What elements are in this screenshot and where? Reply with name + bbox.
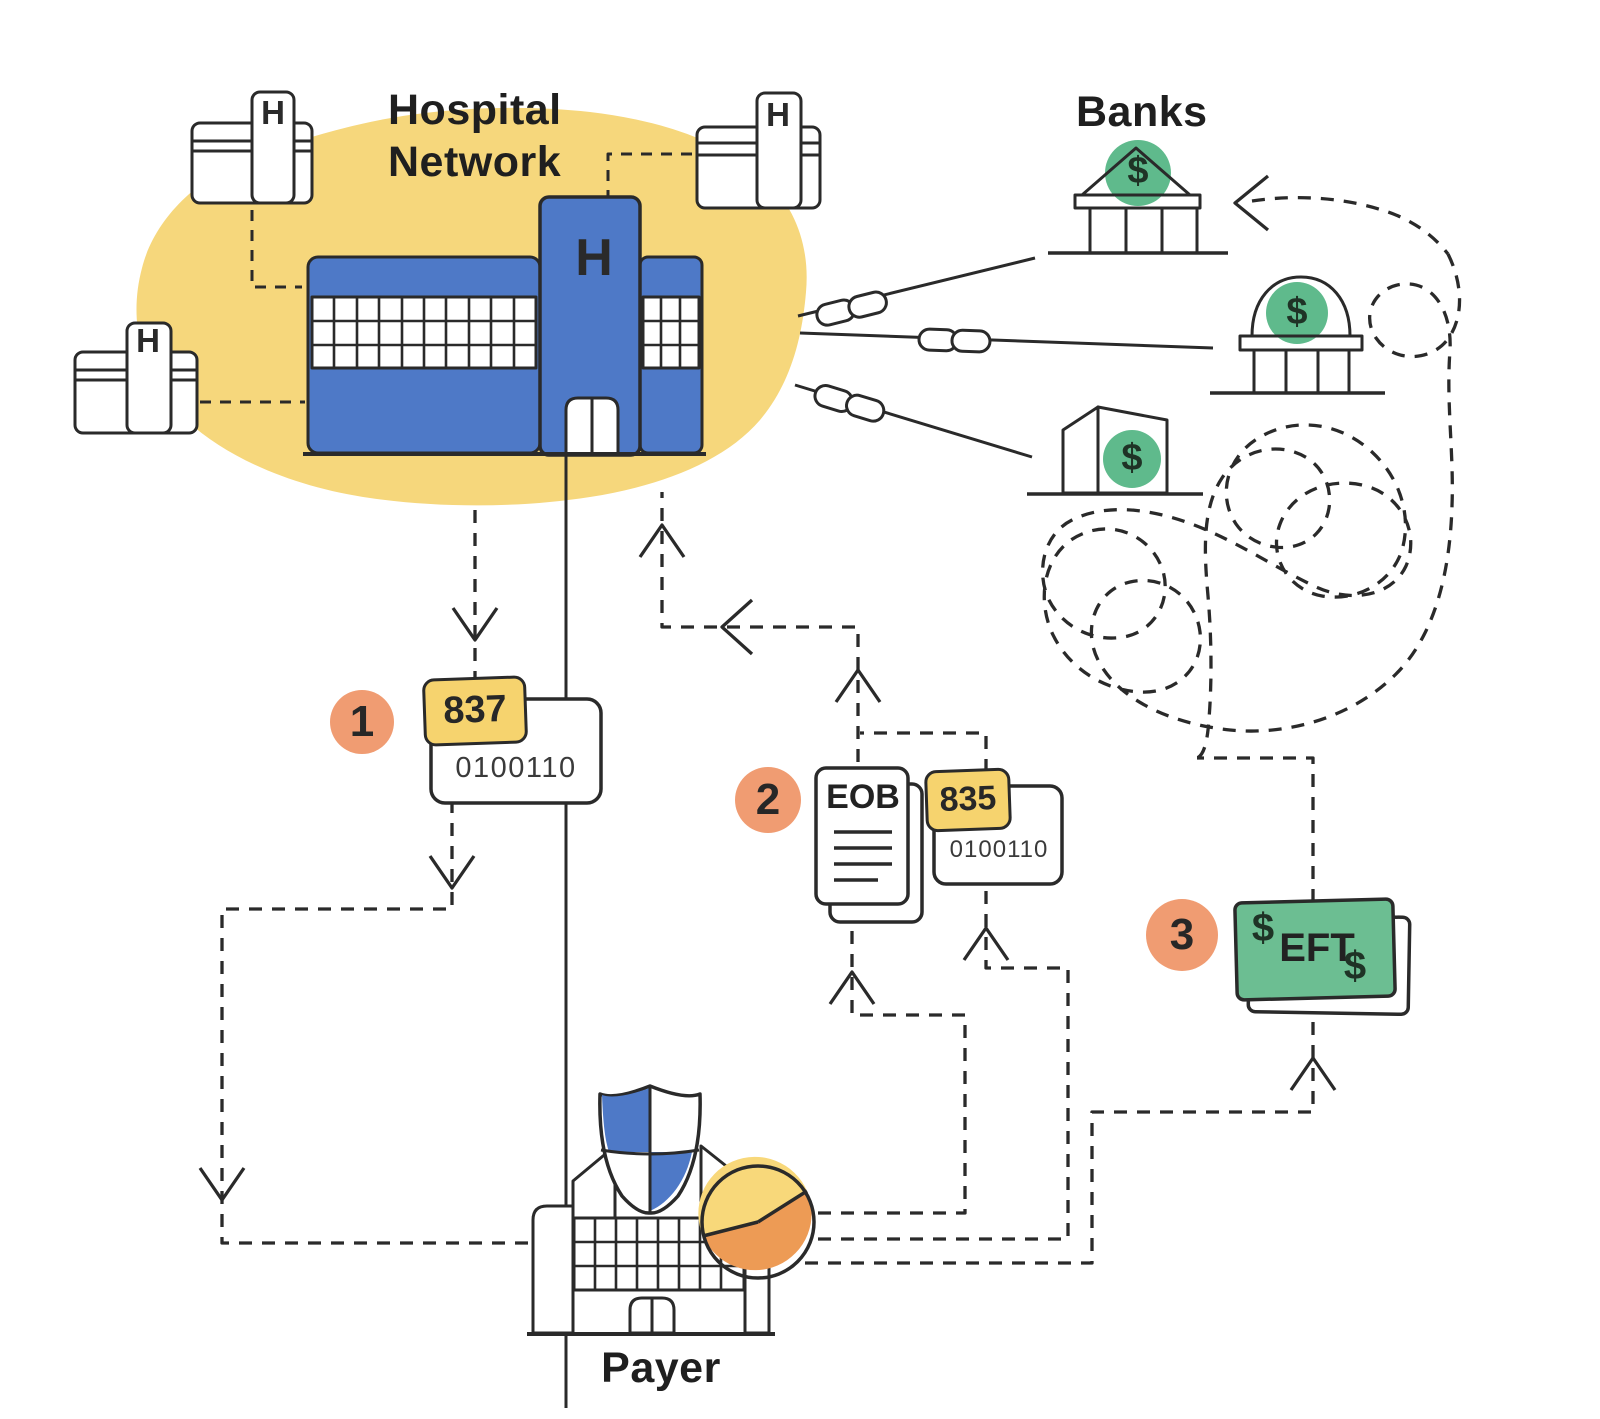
satellite-h-letter: H [261,94,285,131]
main-hospital-building [303,195,706,1408]
bank-dollar-icon: $ [1286,291,1308,333]
arrow-down-icon [198,1167,246,1202]
hospital-network-title: Hospital Network [388,86,562,187]
path-eob-to-hospital [660,492,860,762]
pie-chart-icon [698,1156,816,1280]
eft-dollar-icon: $ [1343,944,1367,988]
eob-label: EOB [826,778,900,816]
eft-payment-cards [1233,897,1412,1017]
arrow-down-icon [428,855,476,890]
arrow-up-icon [828,970,876,1005]
path-payer-to-835 [818,884,1070,1241]
path-tangle-to-bank-curve [1251,195,1450,256]
step-3-badge: 3 [1146,899,1218,971]
satellite-hospital-a [190,90,314,205]
satellite-hospital-b [695,91,822,210]
payer-title: Payer [601,1344,721,1392]
bank-dollar-icon: $ [1127,150,1149,192]
tag-837: 837 [421,675,529,747]
bank-modern [1027,405,1203,496]
tag-835: 835 [923,767,1013,833]
binary-837: 0100110 [455,752,577,784]
eft-dollar-icon: $ [1251,906,1275,950]
arrow-down-icon [451,607,499,642]
bank-dome [1210,275,1385,395]
satellite-h-letter: H [766,96,790,133]
arrow-up-icon [1289,1056,1337,1091]
path-payer-to-eft [805,1010,1315,1265]
bank-classical [1048,140,1228,255]
bank-dollar-icon: $ [1121,437,1143,479]
hospital-h-letter: H [575,229,613,287]
eob-document [814,766,924,924]
satellite-hospital-c [73,321,199,435]
flow-paths [220,195,1462,1265]
satellite-h-letter: H [136,322,160,359]
path-eft-to-tangle [1197,756,1315,902]
network-connector-a [250,210,302,289]
bank-connection-lines [794,256,1214,459]
network-connector-b [606,152,692,196]
arrow-left-icon [1233,174,1270,232]
chain-link-icon [917,327,992,354]
arrow-up-icon [834,668,882,703]
shield-icon [598,1084,702,1215]
tangled-route [1040,253,1462,760]
step-1-badge: 1 [330,690,394,754]
arrow-up-icon [638,523,686,558]
step-2-badge: 2 [735,767,801,833]
eft-label: EFT [1279,926,1355,970]
path-payer-to-eob [818,928,967,1215]
arrowheads [198,174,1337,1202]
banks-title: Banks [1076,88,1208,136]
binary-835: 0100110 [949,836,1049,863]
arrow-left-icon [720,598,754,656]
path-837-to-payer [220,800,531,1245]
path-835-merge [860,731,988,772]
chain-link-icon [815,290,888,327]
chain-link-icon [813,384,886,423]
arrow-up-icon [962,926,1010,961]
